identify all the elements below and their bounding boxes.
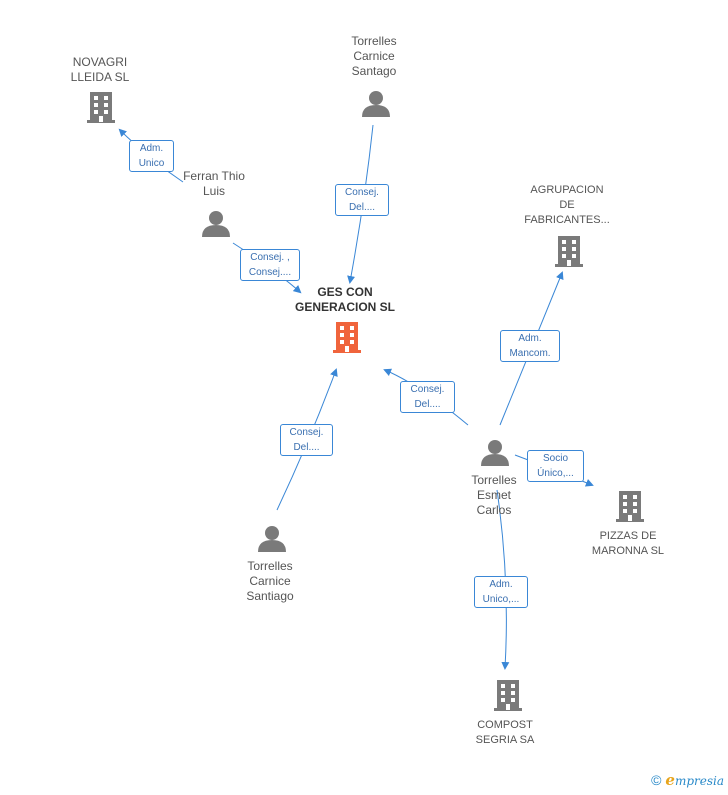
node-label-torrelles-esmet[interactable]: Torrelles Esmet Carlos: [471, 473, 517, 517]
brand-logo-text: mpresia: [674, 774, 724, 788]
edge-label-santago-center[interactable]: Consej. Del....: [335, 184, 389, 216]
node-label-torrelles-carnice-santiago[interactable]: Torrelles Carnice Santiago: [246, 559, 294, 603]
edge-label-esmet-agrupacion[interactable]: Adm. Mancom.: [500, 330, 560, 362]
edge-label-esmet-pizzas[interactable]: Socio Único,...: [527, 450, 584, 482]
brand-logo: empresia: [665, 771, 724, 789]
edge-label-esmet-center[interactable]: Consej. Del....: [400, 381, 455, 413]
node-label-novagri[interactable]: NOVAGRI LLEIDA SL: [70, 55, 130, 84]
node-label-center[interactable]: GES CON GENERACION SL: [294, 285, 395, 314]
building-icon: [555, 236, 583, 267]
center-building-icon: [333, 322, 361, 353]
building-icon: [87, 92, 115, 123]
person-icon: [362, 91, 390, 117]
brand-logo-e: e: [665, 771, 675, 789]
edge-label-ferran-center[interactable]: Consej. , Consej....: [240, 249, 300, 281]
node-label-pizzas[interactable]: PIZZAS DE MARONNA SL: [591, 530, 665, 557]
node-label-compost[interactable]: COMPOST SEGRIA SA: [475, 719, 535, 746]
person-icon: [202, 211, 230, 237]
person-icon: [481, 440, 509, 466]
node-label-torrelles-carnice-santago[interactable]: Torrelles Carnice Santago: [351, 34, 397, 78]
building-icon: [616, 491, 644, 522]
copyright-symbol: ©: [651, 772, 662, 788]
node-label-ferran[interactable]: Ferran Thio Luis: [183, 169, 245, 198]
node-label-agrupacion[interactable]: AGRUPACION DE FABRICANTES...: [524, 184, 610, 226]
edge-label-ferran-novagri[interactable]: Adm. Unico: [129, 140, 174, 172]
brand-footer: ©empresia: [651, 771, 724, 789]
building-icon: [494, 680, 522, 711]
person-icon: [258, 526, 286, 552]
edge-label-santiago-center[interactable]: Consej. Del....: [280, 424, 333, 456]
edge-label-esmet-compost[interactable]: Adm. Unico,...: [474, 576, 528, 608]
